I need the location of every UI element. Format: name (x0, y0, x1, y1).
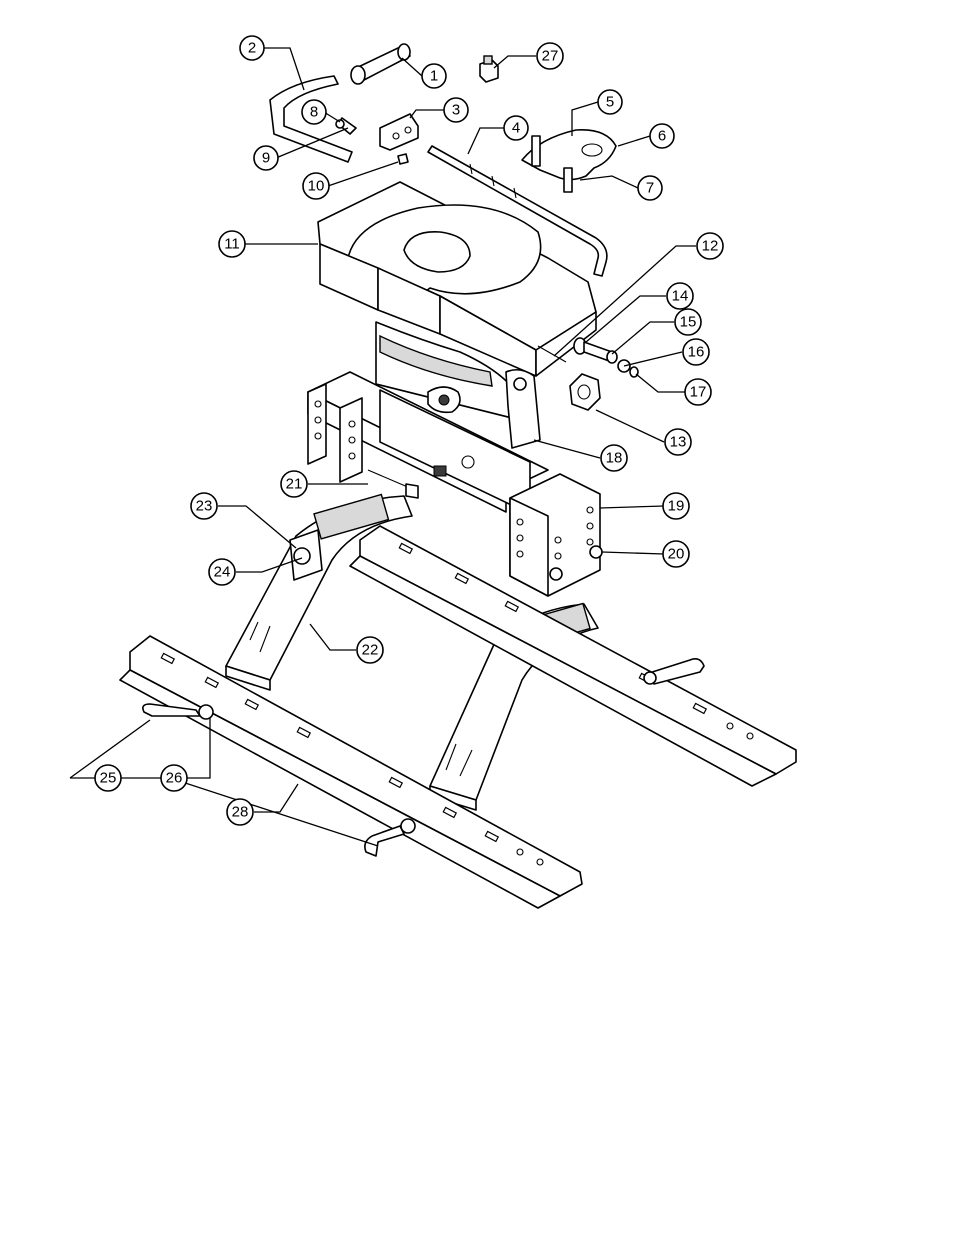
part-3-bracket (379, 113, 419, 151)
callout-27: 27 (536, 42, 564, 70)
callout-label: 28 (232, 804, 249, 821)
callout-label: 14 (672, 288, 689, 305)
callout-label: 11 (224, 236, 240, 253)
callout-label: 15 (680, 314, 697, 331)
callout-label: 10 (308, 178, 325, 195)
callout-13: 13 (664, 428, 692, 456)
callout-5: 5 (597, 89, 623, 115)
callout-label: 17 (690, 384, 707, 401)
callout-15: 15 (674, 308, 702, 336)
part-25-pin-bottom (364, 818, 416, 857)
leader-lines (69, 47, 696, 847)
callout-label: 18 (606, 450, 623, 467)
part-21-bolt (367, 469, 419, 499)
callout-24: 24 (208, 558, 236, 586)
callout-label: 6 (658, 128, 666, 145)
front-rail-slots (160, 652, 544, 866)
callout-7: 7 (637, 175, 663, 201)
callout-10: 10 (302, 172, 330, 200)
part-20-nut (549, 545, 603, 581)
callout-label: 23 (196, 498, 213, 515)
part-25-pin-right (643, 658, 705, 685)
part-18-cradle (375, 321, 541, 449)
callout-21: 21 (280, 470, 308, 498)
callout-label: 22 (362, 642, 379, 659)
callout-label: 20 (668, 546, 685, 563)
callout-label: 5 (606, 94, 614, 111)
callout-2: 2 (239, 35, 265, 61)
callout-28: 28 (226, 798, 254, 826)
callout-12: 12 (696, 232, 724, 260)
callout-label: 26 (166, 770, 183, 787)
callout-18: 18 (600, 444, 628, 472)
callout-label: 9 (262, 150, 270, 167)
callout-label: 4 (512, 120, 520, 137)
callout-label: 27 (542, 48, 559, 65)
callout-label: 8 (310, 104, 318, 121)
part-11-head-assembly (317, 181, 597, 377)
callout-25: 25 (94, 764, 122, 792)
part-12-pin (537, 345, 567, 363)
callout-label: 7 (646, 180, 654, 197)
part-27-latch (479, 55, 499, 83)
callout-11: 11 (218, 230, 246, 258)
side-plate-holes (314, 400, 594, 560)
callout-6: 6 (649, 123, 675, 149)
part-22-left-leg (225, 493, 413, 691)
callout-9: 9 (253, 145, 279, 171)
callout-label: 19 (668, 498, 685, 515)
callout-16: 16 (682, 338, 710, 366)
base-frame (307, 371, 601, 597)
part-28-front-rail (119, 635, 583, 909)
part-5-6-7-jaw-plate (521, 129, 617, 193)
callout-label: 3 (452, 102, 460, 119)
part-14-15-16-17-handle-bolt-set (573, 337, 639, 378)
callout-label: 16 (688, 344, 705, 361)
callout-label: 1 (430, 68, 438, 85)
part-28-rear-rail (349, 525, 797, 787)
part-4-rod (427, 145, 608, 277)
callout-17: 17 (684, 378, 712, 406)
callout-label: 12 (702, 238, 719, 255)
callout-20: 20 (662, 540, 690, 568)
part-10-bolt (397, 153, 409, 165)
part-25-pin-left (142, 703, 214, 720)
callout-label: 24 (214, 564, 231, 581)
callout-26: 26 (160, 764, 188, 792)
callout-22: 22 (356, 636, 384, 664)
callout-23: 23 (190, 492, 218, 520)
callout-3: 3 (443, 97, 469, 123)
callout-8: 8 (301, 99, 327, 125)
callout-label: 25 (100, 770, 117, 787)
callout-label: 13 (670, 434, 687, 451)
callout-1: 1 (421, 63, 447, 89)
callout-14: 14 (666, 282, 694, 310)
part-2-handle (269, 75, 353, 163)
callout-label: 21 (286, 476, 303, 493)
part-1-sleeve (350, 43, 411, 85)
callout-label: 2 (248, 40, 256, 57)
callout-4: 4 (503, 115, 529, 141)
part-13-nut (569, 373, 601, 411)
callout-19: 19 (662, 492, 690, 520)
